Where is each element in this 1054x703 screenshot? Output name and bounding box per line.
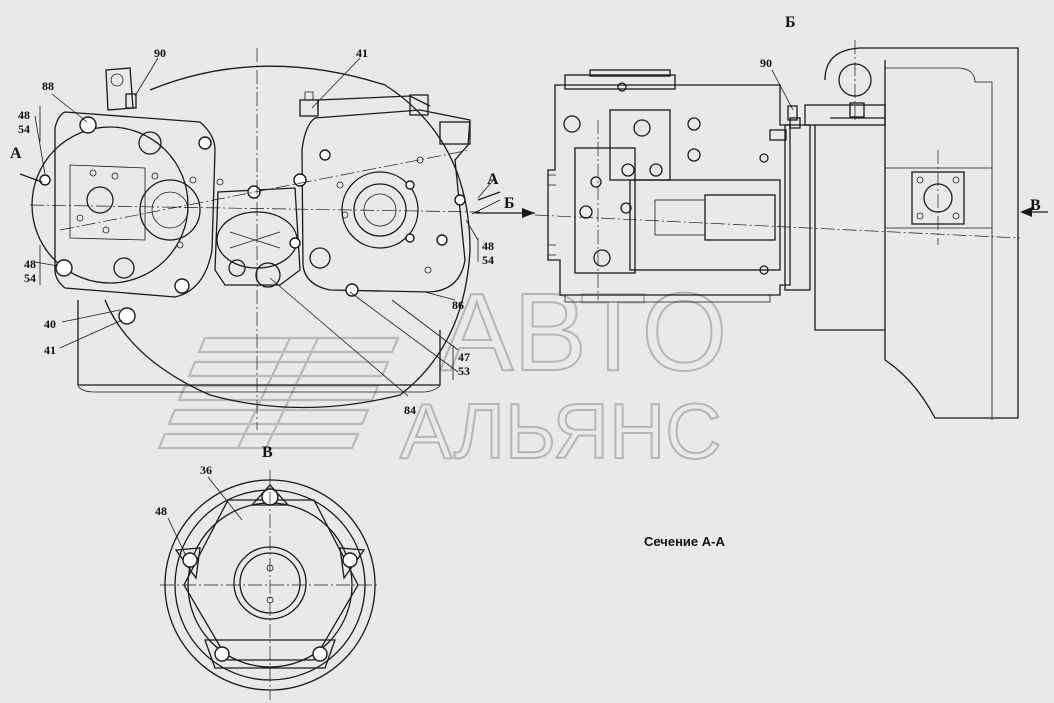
view-b-title: Б (785, 14, 796, 31)
watermark-line-1: АВТО (440, 271, 727, 394)
section-a-mark-left: А (10, 145, 22, 162)
section-caption: Сечение А-А (644, 534, 725, 549)
view-v (160, 470, 380, 700)
view-v-arrowhead-icon (1020, 207, 1032, 217)
callout-88: 88 (42, 79, 54, 93)
callout-53: 53 (458, 364, 470, 378)
callout-84: 84 (404, 403, 416, 417)
watermark-emblem-icon (157, 336, 400, 450)
section-a-mark-right: А (487, 171, 499, 188)
watermark-line-2: АЛЬЯНС (400, 387, 722, 475)
callout-54-upper-left: 54 (18, 122, 30, 136)
view-v-arrow-label: В (1030, 197, 1041, 214)
callout-48-lower-left: 48 (24, 257, 36, 271)
callout-90-side: 90 (760, 56, 772, 70)
callout-48-right: 48 (482, 239, 494, 253)
callout-41-top: 41 (356, 46, 368, 60)
main-view (19, 48, 501, 430)
view-v-title: В (262, 444, 273, 461)
watermark-logo: АВТО АЛЬЯНС (157, 270, 728, 476)
callout-47: 47 (458, 350, 470, 364)
view-b-arrowhead-icon (522, 208, 535, 218)
callout-48-view-v: 48 (155, 504, 167, 518)
callout-41-bottom: 41 (44, 343, 56, 357)
callout-54-lower-left: 54 (24, 271, 36, 285)
callout-86: 86 (452, 298, 464, 312)
callout-90-top: 90 (154, 46, 166, 60)
side-view-b (534, 40, 1021, 420)
view-b-arrow-label: Б (504, 195, 515, 212)
callout-36: 36 (200, 463, 212, 477)
callout-54-right: 54 (482, 253, 494, 267)
callout-48-upper-left: 48 (18, 108, 30, 122)
callout-40: 40 (44, 317, 56, 331)
